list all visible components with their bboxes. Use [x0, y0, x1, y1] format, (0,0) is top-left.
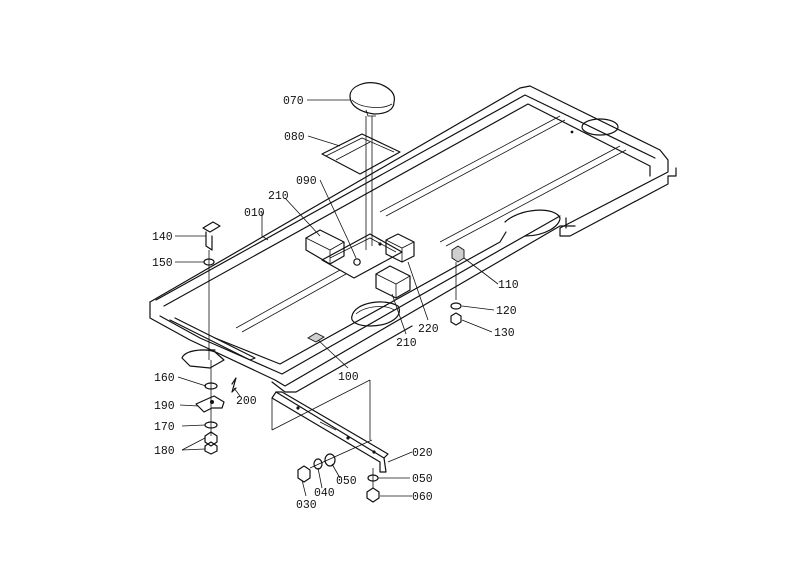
bracket-020: [271, 379, 389, 473]
label-100: 100: [338, 371, 359, 384]
cap-070: [349, 82, 395, 117]
label-210-bottom: 210: [396, 337, 417, 350]
label-200: 200: [236, 395, 257, 408]
label-050-left: 050: [336, 475, 357, 488]
part-labels: 070 080 090 210 010 140 150 110 120 130 …: [152, 95, 519, 512]
mount-blocks: [305, 229, 415, 299]
cover-plate: [321, 233, 403, 279]
label-190: 190: [154, 400, 175, 413]
label-030: 030: [296, 499, 317, 512]
label-080: 080: [284, 131, 305, 144]
label-220: 220: [418, 323, 439, 336]
label-040: 040: [314, 487, 335, 500]
label-050-right: 050: [412, 473, 433, 486]
label-070: 070: [283, 95, 304, 108]
label-170: 170: [154, 421, 175, 434]
label-160: 160: [154, 372, 175, 385]
plate-080: [321, 133, 401, 175]
leader-lines: [175, 99, 499, 497]
hardware-lower: [297, 439, 380, 503]
label-140: 140: [152, 231, 173, 244]
label-210-top: 210: [268, 190, 289, 203]
label-120: 120: [496, 305, 517, 318]
label-130: 130: [494, 327, 515, 340]
label-010: 010: [244, 207, 265, 220]
floor-plate: [149, 85, 677, 393]
label-180: 180: [154, 445, 175, 458]
label-110: 110: [498, 279, 519, 292]
label-090: 090: [296, 175, 317, 188]
label-150: 150: [152, 257, 173, 270]
label-020: 020: [412, 447, 433, 460]
label-060: 060: [412, 491, 433, 504]
